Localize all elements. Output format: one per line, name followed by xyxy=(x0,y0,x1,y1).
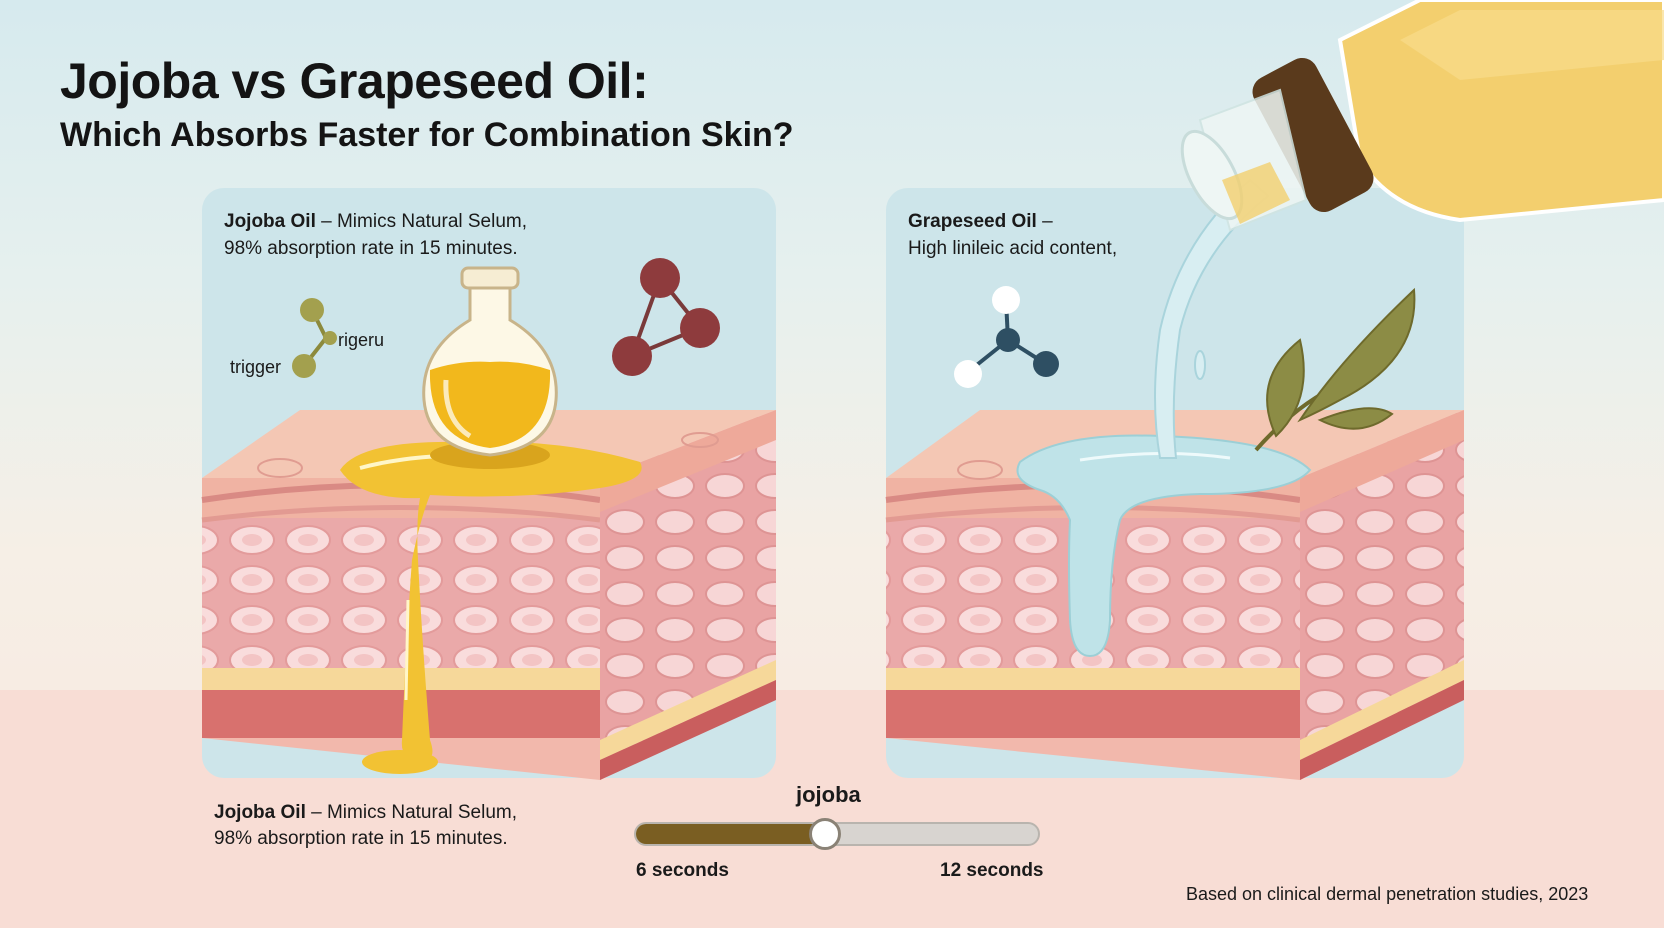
oil-bottle-icon xyxy=(1180,0,1664,232)
jojoba-skin-block xyxy=(201,410,776,780)
slider-thumb[interactable] xyxy=(808,818,841,850)
jojoba-heading: Jojoba Oil xyxy=(224,211,316,232)
grapeseed-oil-pool xyxy=(1016,434,1312,658)
grapeseed-panel-text: Grapeseed Oil – High linileic acid conte… xyxy=(908,208,1117,262)
jojoba-oil-drip xyxy=(340,441,642,774)
absorption-slider[interactable] xyxy=(634,818,1040,850)
molecule-icon-small: rigeru trigger xyxy=(230,298,384,378)
grapeseed-line2: High linileic acid content, xyxy=(908,238,1118,259)
caption-line2: 98% absorption rate in 15 minutes. xyxy=(214,828,508,849)
caption-line1: – Mimics Natural Selum, xyxy=(305,802,518,823)
jojoba-line2: 98% absorption rate in 15 minutes. xyxy=(224,238,518,259)
page-title: Jojoba vs Grapeseed Oil: xyxy=(60,53,649,109)
slider-max-label: 12 seconds xyxy=(940,860,1044,881)
slider-min-label: 6 seconds xyxy=(636,860,729,881)
pour-stream xyxy=(1154,178,1270,459)
slider-label: jojoba xyxy=(796,782,861,807)
grapeseed-line1: – xyxy=(1036,211,1053,232)
source-note: Based on clinical dermal penetration stu… xyxy=(1186,884,1589,904)
jojoba-panel-text: Jojoba Oil – Mimics Natural Selum, 98% a… xyxy=(224,208,527,262)
bottom-caption: Jojoba Oil – Mimics Natural Selum, 98% a… xyxy=(214,800,517,852)
molecule-label-trigger: trigger xyxy=(230,357,281,377)
page-subtitle: Which Absorbs Faster for Combination Ski… xyxy=(60,116,794,154)
molecule-label-rigeru: rigeru xyxy=(338,330,384,350)
caption-heading: Jojoba Oil xyxy=(214,802,306,823)
grapeseed-heading: Grapeseed Oil xyxy=(908,211,1037,232)
jojoba-line1: – Mimics Natural Selum, xyxy=(315,211,528,232)
molecule-icon-grapeseed xyxy=(954,286,1059,388)
oil-flask-icon xyxy=(422,266,558,469)
molecule-icon xyxy=(612,258,720,376)
leaf-icon xyxy=(1254,287,1416,452)
slider-fill xyxy=(636,824,825,844)
